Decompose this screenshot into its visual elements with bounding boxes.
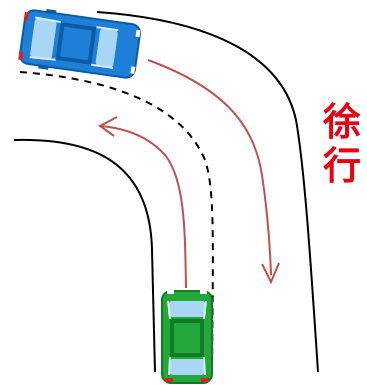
green-car-icon bbox=[161, 290, 213, 384]
lane-divider-dashed bbox=[19, 71, 214, 373]
caption-char-2: 行 bbox=[322, 144, 361, 188]
upward-arrow-head bbox=[98, 116, 118, 137]
inner-road-edge bbox=[13, 138, 156, 373]
caption-char-1: 徐 bbox=[322, 100, 361, 144]
caption-slow-down: 徐 行 bbox=[322, 100, 362, 188]
outer-road-edge bbox=[96, 11, 319, 373]
upward-arrow-path bbox=[99, 125, 187, 289]
downward-arrow-path bbox=[147, 59, 272, 276]
blue-car-icon bbox=[18, 9, 142, 79]
downward-arrow-head bbox=[261, 262, 280, 285]
